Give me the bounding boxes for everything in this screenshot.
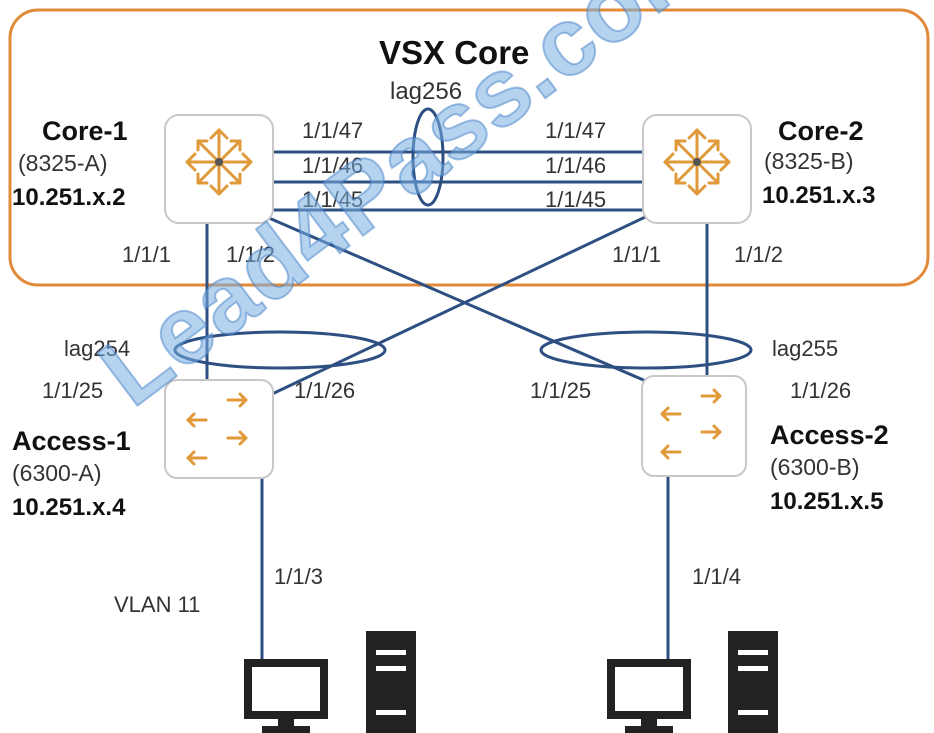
core1-port-45: 1/1/45: [302, 187, 364, 212]
access1-model: (6300-A): [12, 460, 102, 486]
access2-port-26: 1/1/26: [790, 378, 852, 403]
lag254-label: lag254: [64, 336, 131, 361]
core2-switch-icon: [642, 114, 752, 224]
core2-model: (8325-B): [764, 148, 854, 174]
access2-name: Access-2: [770, 420, 889, 450]
access1-switch-icon: [164, 379, 274, 479]
diagram-title: VSX Core: [379, 34, 530, 71]
uplink-core1-access2: [261, 213, 649, 384]
lag256-label: lag256: [390, 78, 463, 105]
core1-port-47: 1/1/47: [302, 118, 364, 143]
core2-port-47: 1/1/47: [545, 118, 607, 143]
access1-port-3: 1/1/3: [274, 564, 323, 589]
access1-ip: 10.251.x.4: [12, 494, 126, 521]
core2-port-46: 1/1/46: [545, 153, 607, 178]
core1-ip: 10.251.x.2: [12, 184, 126, 211]
core2-ip: 10.251.x.3: [762, 182, 876, 209]
core1-port-1: 1/1/1: [122, 242, 171, 267]
core1-name: Core-1: [42, 116, 128, 146]
core1-port-46: 1/1/46: [302, 153, 364, 178]
lag254-ellipse: [173, 330, 387, 370]
server-icon: [366, 631, 416, 733]
core1-port-2: 1/1/2: [226, 242, 275, 267]
core2-name: Core-2: [778, 116, 864, 146]
server-icon: [728, 631, 778, 733]
vlan-label: VLAN 11: [114, 592, 201, 617]
vsx-core-boundary: [8, 8, 930, 287]
monitor-icon: [244, 659, 328, 733]
access2-port-4: 1/1/4: [692, 564, 741, 589]
core2-port-1: 1/1/1: [612, 242, 661, 267]
access2-ip: 10.251.x.5: [770, 488, 884, 515]
isl-links: [272, 150, 644, 212]
lag255-label: lag255: [772, 336, 839, 361]
core1-switch-icon: [164, 114, 274, 224]
lag255-ellipse: [539, 330, 753, 370]
lag256-ellipse: [411, 107, 445, 207]
core1-model: (8325-A): [18, 150, 108, 176]
access2-switch-icon: [641, 375, 747, 477]
access1-name: Access-1: [12, 426, 131, 456]
access1-port-25: 1/1/25: [42, 378, 104, 403]
core2-port-2: 1/1/2: [734, 242, 783, 267]
core2-port-45: 1/1/45: [545, 187, 607, 212]
monitor-icon: [607, 659, 691, 733]
access2-port-25: 1/1/25: [530, 378, 592, 403]
access1-port-26: 1/1/26: [294, 378, 356, 403]
access2-model: (6300-B): [770, 454, 860, 480]
